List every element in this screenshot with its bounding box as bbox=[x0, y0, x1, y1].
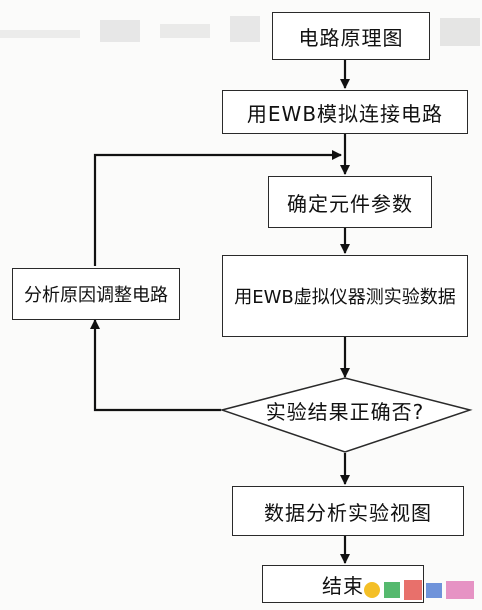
node-end-label: 结束 bbox=[322, 573, 364, 598]
node-analyze-adjust: 分析原因调整电路 bbox=[12, 268, 180, 320]
node-ewb-connect-label: 用EWB模拟连接电路 bbox=[246, 101, 444, 126]
node-schematic: 电路原理图 bbox=[272, 12, 430, 60]
node-measure: 用EWB虚拟仪器测实验数据 bbox=[222, 255, 468, 337]
node-params: 确定元件参数 bbox=[268, 176, 432, 228]
edge-decision-no-to-adjust bbox=[90, 319, 221, 412]
node-measure-label: 用EWB虚拟仪器测实验数据 bbox=[234, 287, 456, 308]
decision-text: 实验结果正确否? bbox=[265, 399, 425, 424]
node-analysis-view-label: 数据分析实验视图 bbox=[264, 500, 432, 525]
site-watermark-logo bbox=[364, 580, 474, 600]
node-analyze-adjust-label: 分析原因调整电路 bbox=[24, 285, 168, 306]
node-ewb-connect: 用EWB模拟连接电路 bbox=[222, 90, 468, 134]
edge-adjust-to-params bbox=[93, 150, 342, 266]
node-schematic-label: 电路原理图 bbox=[298, 25, 404, 50]
node-params-label: 确定元件参数 bbox=[287, 191, 413, 216]
node-analysis-view: 数据分析实验视图 bbox=[232, 486, 464, 536]
scan-bleed-through bbox=[0, 16, 480, 46]
decision-label: 实验结果正确否? bbox=[240, 392, 450, 428]
decision-diamond bbox=[219, 377, 473, 453]
